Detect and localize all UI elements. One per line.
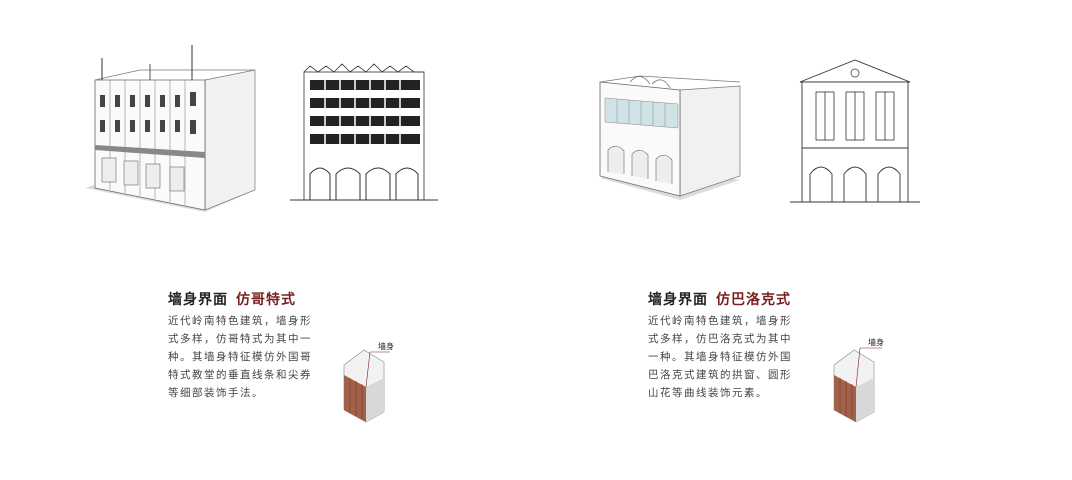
baroque-callout-label: 墙身 — [868, 338, 884, 347]
baroque-heading: 墙身界面 — [648, 292, 708, 308]
gothic-panel-title: 墙身界面仿哥特式 — [168, 289, 296, 309]
baroque-description: 近代岭南特色建筑，墙身形式多样，仿巴洛克式为其中一种。其墙身特征模仿外国巴洛克式… — [648, 315, 792, 399]
baroque-style-name: 仿巴洛克式 — [716, 292, 791, 308]
gothic-wall-icon — [334, 340, 394, 428]
gothic-building-3d-drawing — [80, 40, 265, 220]
gothic-style-name: 仿哥特式 — [236, 292, 296, 308]
baroque-panel-title: 墙身界面仿巴洛克式 — [648, 289, 791, 309]
gothic-elevation-drawing — [290, 62, 438, 204]
gothic-description: 近代岭南特色建筑，墙身形式多样，仿哥特式为其中一种。其墙身特征模仿外国哥特式教堂… — [168, 315, 312, 399]
baroque-elevation-drawing — [790, 58, 920, 206]
baroque-wall-icon — [824, 340, 884, 428]
gothic-heading: 墙身界面 — [168, 292, 228, 308]
gothic-callout-label: 墙身 — [378, 342, 394, 351]
baroque-building-3d-drawing — [590, 68, 748, 203]
